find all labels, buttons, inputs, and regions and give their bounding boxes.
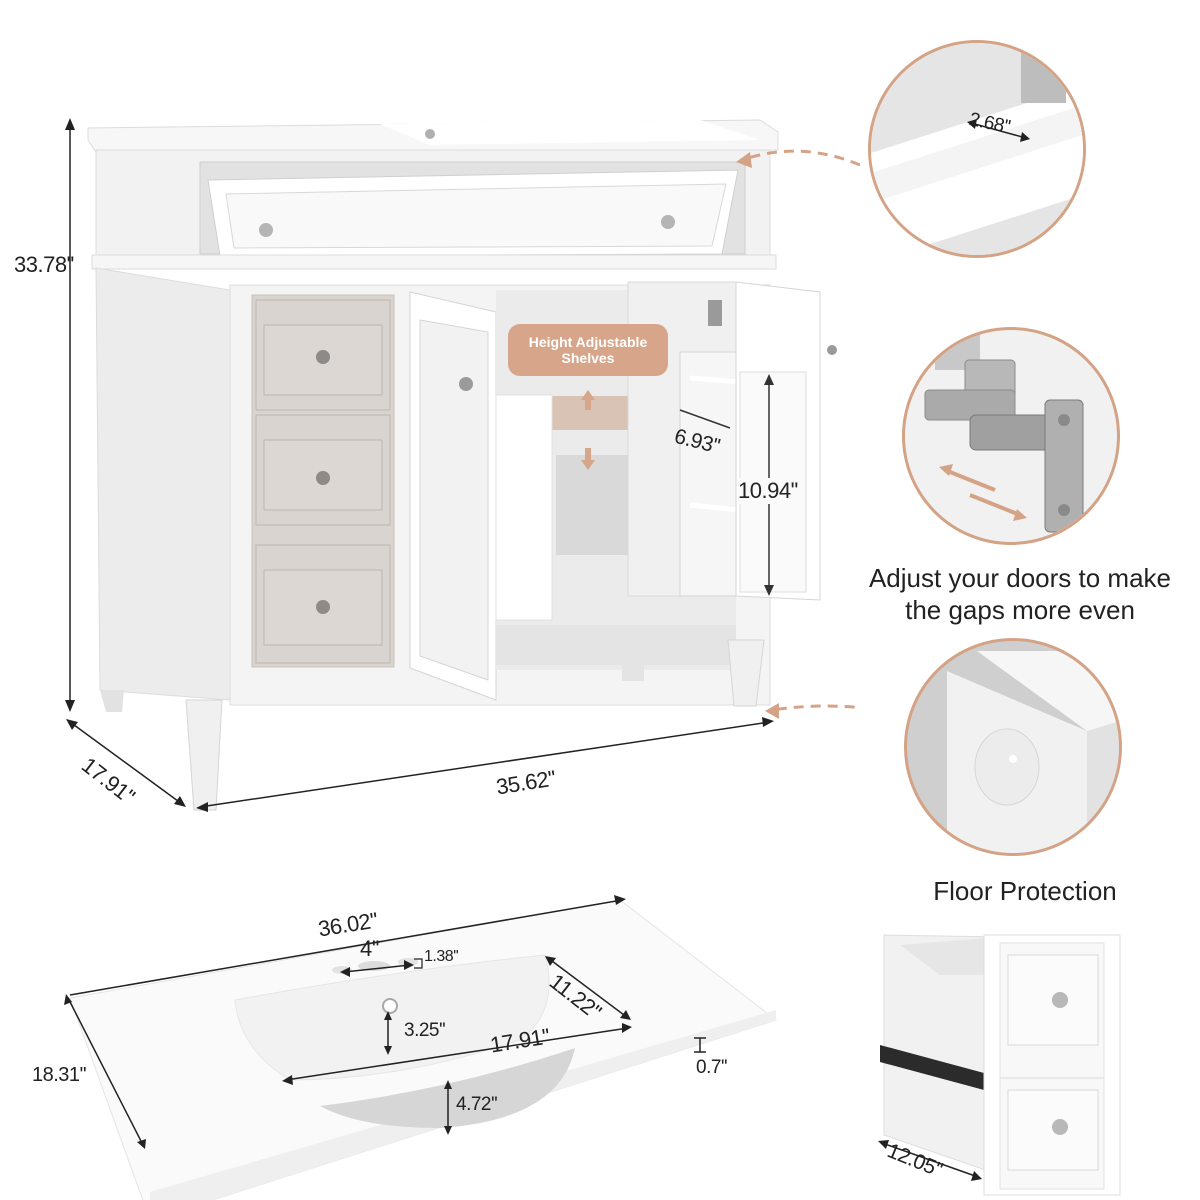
- sink-illustration: 36.02'' 4'' 1.38'' 11.22'' 3.25'' 17.91'…: [0, 880, 820, 1200]
- hinge-detail-circle: [902, 327, 1120, 545]
- floor-protection-detail-circle: [904, 638, 1122, 856]
- sink-depth-label: 18.31'': [32, 1064, 87, 1086]
- hinge-caption-line-2: the gaps more even: [905, 595, 1135, 625]
- drawer-illustration: 12.05'': [860, 915, 1200, 1200]
- door-shelf-height-label: 10.94'': [738, 478, 798, 504]
- hinge-caption: Adjust your doors to make the gaps more …: [840, 562, 1200, 626]
- drawer-depth-detail-circle: 2.68'': [868, 40, 1086, 258]
- overflow-depth-label: 3.25'': [404, 1020, 446, 1041]
- badge-line-1: Height Adjustable: [528, 334, 648, 350]
- adjustable-shelves-badge: Height Adjustable Shelves: [508, 324, 668, 376]
- vanity-illustration: 33.78'' 17.91'' 35.62'' Height Adjustabl…: [14, 118, 860, 812]
- height-dimension-label: 33.78'': [14, 252, 74, 277]
- badge-line-2: Shelves: [561, 350, 615, 366]
- vanity-drawing: [65, 118, 860, 812]
- faucet-spacing-label: 4'': [360, 936, 380, 961]
- floor-protection-caption: Floor Protection: [933, 876, 1117, 906]
- faucet-hole-label: 1.38'': [424, 948, 459, 965]
- bowl-depth-label: 4.72'': [456, 1094, 498, 1115]
- sink-thickness-label: 0.7'': [696, 1057, 728, 1078]
- hinge-caption-line-1: Adjust your doors to make: [868, 563, 1172, 593]
